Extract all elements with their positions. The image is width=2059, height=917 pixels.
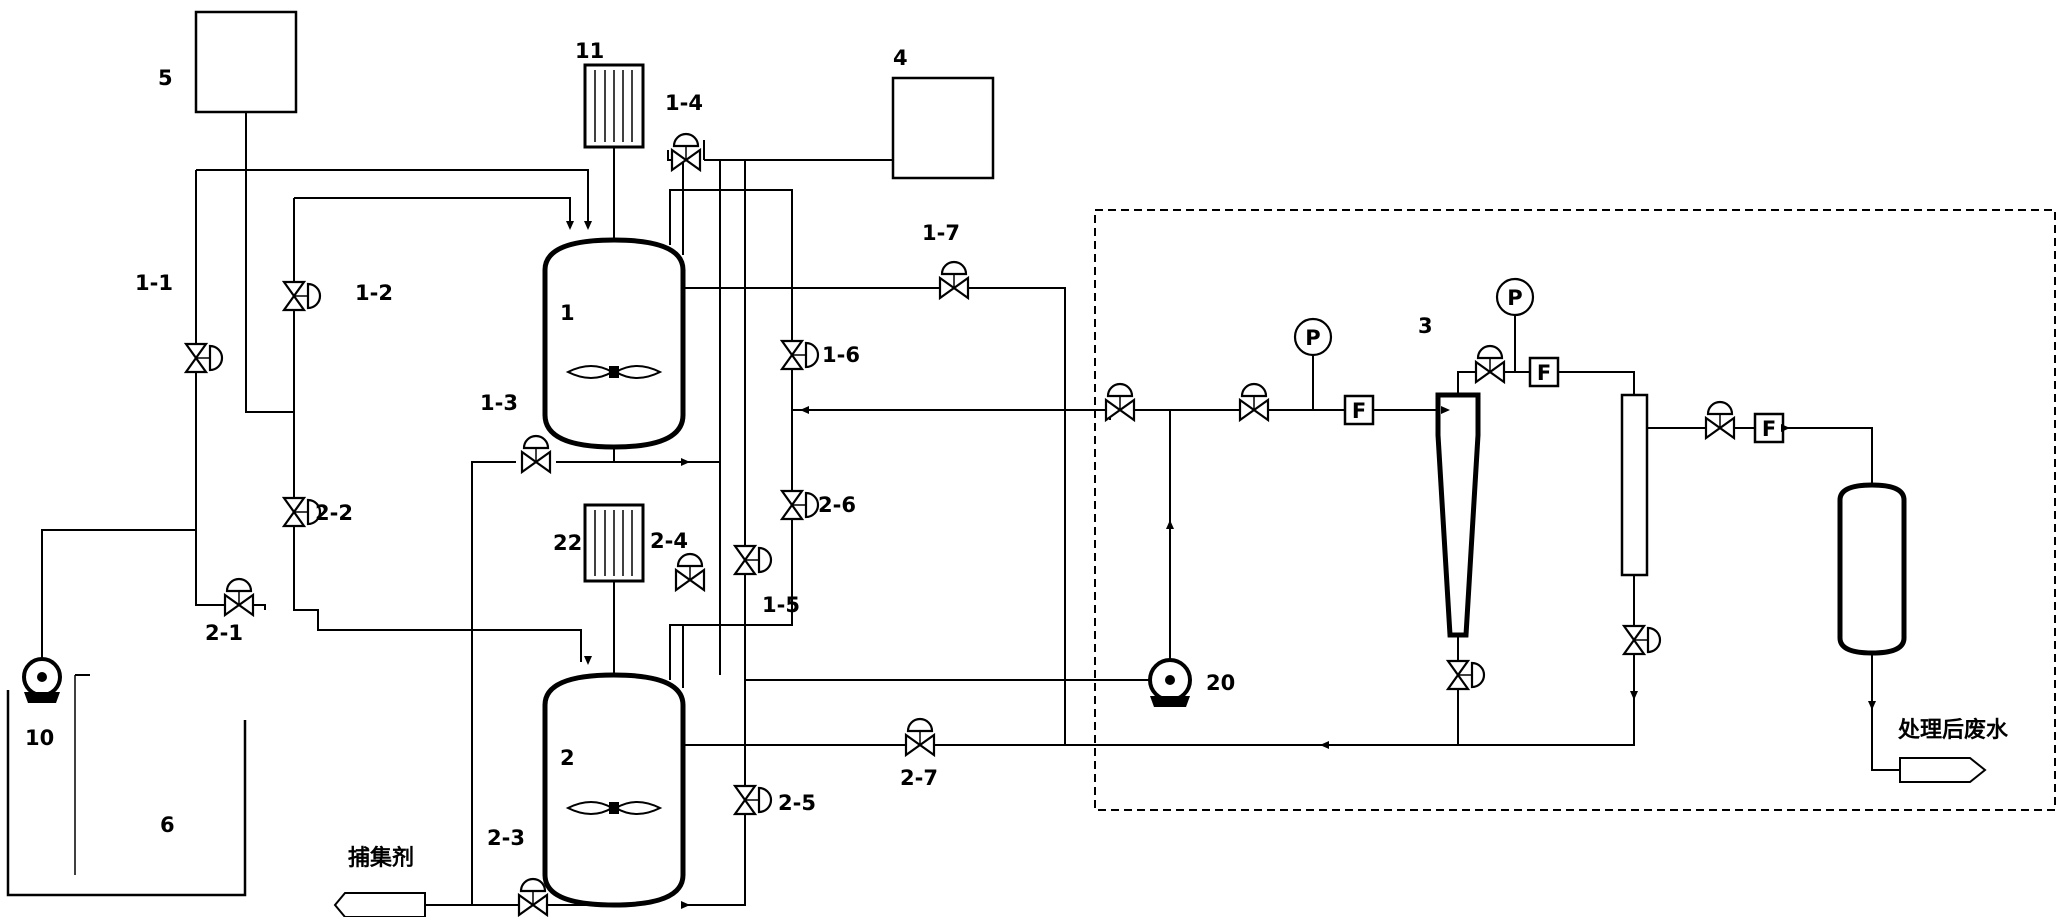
label-valve-1-2: 1-2 — [355, 281, 393, 305]
label-pump-10: 10 — [25, 726, 54, 750]
label-reactor-2: 2 — [560, 746, 575, 770]
reactor-2 — [542, 672, 686, 908]
flow-meter-1 — [1343, 394, 1375, 426]
label-tank-4: 4 — [893, 46, 908, 70]
label-pump-20: 20 — [1206, 671, 1235, 695]
label-valve-1-6: 1-6 — [822, 343, 860, 367]
flow-meter-2-label: F — [1537, 361, 1551, 385]
valve-2-3[interactable] — [517, 877, 549, 917]
valve-u3-overflow[interactable] — [1474, 344, 1506, 384]
label-valve-2-2: 2-2 — [315, 501, 353, 525]
valve-1-7[interactable] — [938, 260, 970, 300]
treated-outlet-label: 处理后废水 — [1897, 717, 2009, 743]
valve-1-1[interactable] — [184, 342, 224, 374]
flow-meter-3-label: F — [1762, 417, 1776, 441]
pressure-gauge-2-label: P — [1507, 286, 1522, 310]
tank-6 — [6, 690, 247, 897]
valve-2-6[interactable] — [780, 489, 820, 521]
valve-u3-filter-out[interactable] — [1704, 400, 1736, 440]
label-valve-1-5: 1-5 — [762, 593, 800, 617]
valve-1-5[interactable] — [733, 544, 773, 576]
label-unit-3: 3 — [1418, 314, 1433, 338]
collector-label: 捕集剂 — [348, 845, 414, 871]
tank-4 — [891, 76, 995, 180]
label-tank-6: 6 — [160, 813, 175, 837]
valve-u3-feed[interactable] — [1238, 382, 1270, 422]
valve-1-2[interactable] — [282, 280, 322, 312]
label-valve-2-4: 2-4 — [650, 529, 688, 553]
collector-inlet-arrow — [333, 892, 426, 917]
tank-5 — [194, 10, 298, 114]
filter-column — [1620, 393, 1649, 577]
pump-20 — [1148, 658, 1192, 707]
pressure-gauge-label: P — [1305, 326, 1320, 350]
label-valve-2-5: 2-5 — [778, 791, 816, 815]
label-valve-1-7: 1-7 — [922, 221, 960, 245]
valve-2-1[interactable] — [223, 577, 255, 617]
valve-2-5[interactable] — [733, 784, 773, 816]
valve-u3-inlet[interactable] — [1104, 382, 1136, 422]
flow-meter-2 — [1528, 356, 1560, 388]
label-heater-11: 11 — [575, 39, 604, 63]
valve-2-4[interactable] — [674, 552, 706, 592]
label-valve-1-3: 1-3 — [480, 391, 518, 415]
label-valve-2-7: 2-7 — [900, 766, 938, 790]
valve-u3-underflow[interactable] — [1446, 659, 1486, 691]
treated-outlet-arrow — [1899, 757, 1987, 783]
label-valve-2-3: 2-3 — [487, 826, 525, 850]
pump-10 — [22, 657, 62, 703]
hydrocyclone — [1435, 392, 1481, 638]
reactor-1 — [542, 237, 686, 450]
pressure-gauge-1 — [1293, 317, 1333, 357]
label-valve-1-4: 1-4 — [665, 91, 703, 115]
pressure-gauge-2 — [1495, 277, 1535, 317]
label-valve-2-6: 2-6 — [818, 493, 856, 517]
valve-1-3[interactable] — [520, 434, 552, 474]
label-valve-2-1: 2-1 — [205, 621, 243, 645]
label-heater-22: 22 — [553, 531, 582, 555]
flow-meter-label: F — [1352, 399, 1366, 423]
valve-1-4[interactable] — [670, 132, 702, 172]
treated-tank — [1837, 482, 1907, 656]
label-valve-1-1: 1-1 — [135, 271, 173, 295]
valve-1-6[interactable] — [780, 339, 820, 371]
valve-u3-filter-drain[interactable] — [1622, 624, 1662, 656]
valve-2-7[interactable] — [904, 717, 936, 757]
label-tank-5: 5 — [158, 66, 173, 90]
label-reactor-1: 1 — [560, 301, 575, 325]
